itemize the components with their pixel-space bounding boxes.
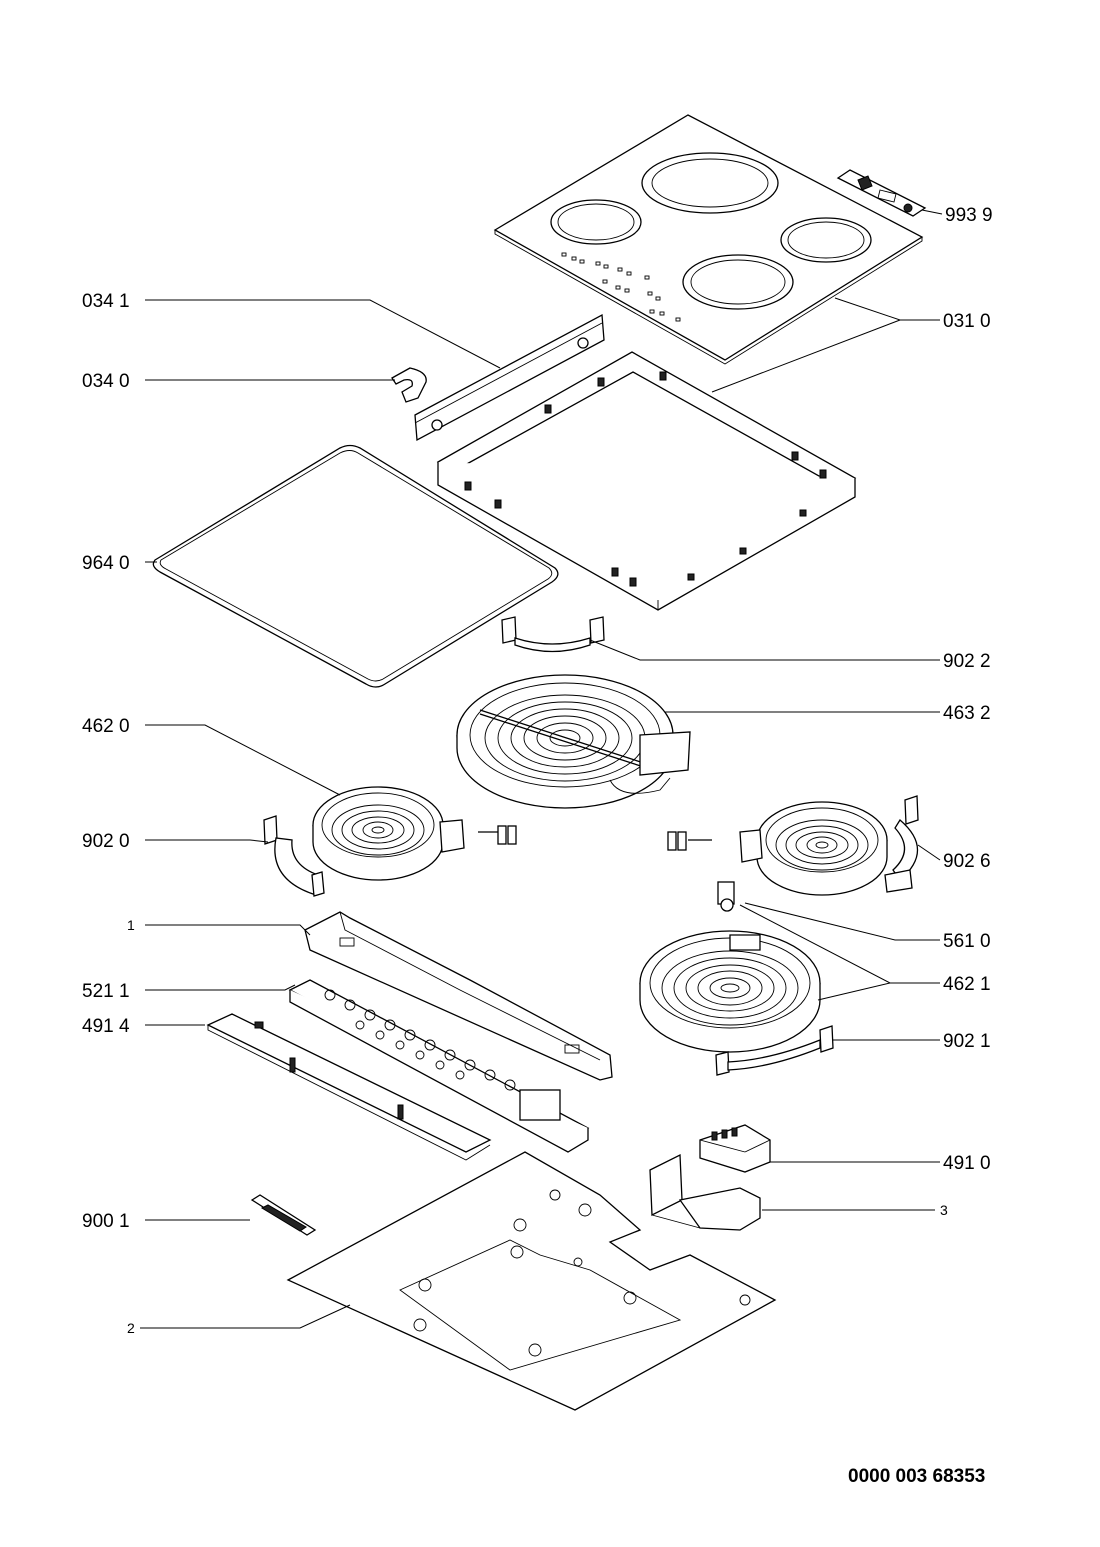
label-491-0: 491 0 xyxy=(943,1153,991,1174)
hob-frame xyxy=(436,351,857,611)
base-plate xyxy=(286,1151,777,1411)
heating-element-right xyxy=(739,801,888,896)
connector-right-icon xyxy=(667,831,712,851)
label-900-1: 900 1 xyxy=(82,1211,130,1232)
clip-icon xyxy=(391,367,427,403)
bracket-902-2 xyxy=(501,616,605,653)
side-rail xyxy=(414,313,605,442)
connector-left-icon xyxy=(478,825,517,845)
leader-lines xyxy=(140,209,943,1329)
document-number: 0000 003 68353 xyxy=(848,1466,985,1487)
ceramic-hob-top xyxy=(493,114,924,365)
bracket-902-1 xyxy=(715,1025,834,1076)
relay-box xyxy=(699,1124,771,1173)
label-462-1: 462 1 xyxy=(943,974,991,995)
label-902-1: 902 1 xyxy=(943,1031,991,1052)
heating-element-bottom-right xyxy=(639,930,821,1053)
label-902-0: 902 0 xyxy=(82,831,130,852)
bracket-993-icon xyxy=(836,169,927,217)
label-1: 1 xyxy=(127,917,135,933)
control-board xyxy=(288,979,590,1153)
label-491-4: 491 4 xyxy=(82,1016,130,1037)
label-031-0: 031 0 xyxy=(943,311,991,332)
bracket-902-0 xyxy=(263,815,325,897)
label-561-0: 561 0 xyxy=(943,931,991,952)
label-462-0: 462 0 xyxy=(82,716,130,737)
label-993-9: 993 9 xyxy=(945,205,993,226)
gasket-seal xyxy=(152,444,559,688)
label-3: 3 xyxy=(940,1202,948,1218)
label-034-0: 034 0 xyxy=(82,371,130,392)
label-902-2: 902 2 xyxy=(943,651,991,672)
part-labels: 993 9 034 1 031 0 034 0 964 0 902 2 463 … xyxy=(82,205,993,1487)
handle-icon xyxy=(250,1194,317,1236)
mounting-bracket xyxy=(649,1153,761,1231)
label-463-2: 463 2 xyxy=(943,703,991,724)
channel-part xyxy=(304,911,613,1081)
heating-element-large xyxy=(456,674,691,809)
control-strip xyxy=(206,1013,492,1161)
sensor-561-icon xyxy=(717,881,735,912)
label-902-6: 902 6 xyxy=(943,851,991,872)
label-521-1: 521 1 xyxy=(82,981,130,1002)
bracket-902-6 xyxy=(884,795,919,893)
label-964-0: 964 0 xyxy=(82,553,130,574)
heating-element-left xyxy=(312,786,465,881)
label-034-1: 034 1 xyxy=(82,291,130,312)
label-2: 2 xyxy=(127,1320,135,1336)
